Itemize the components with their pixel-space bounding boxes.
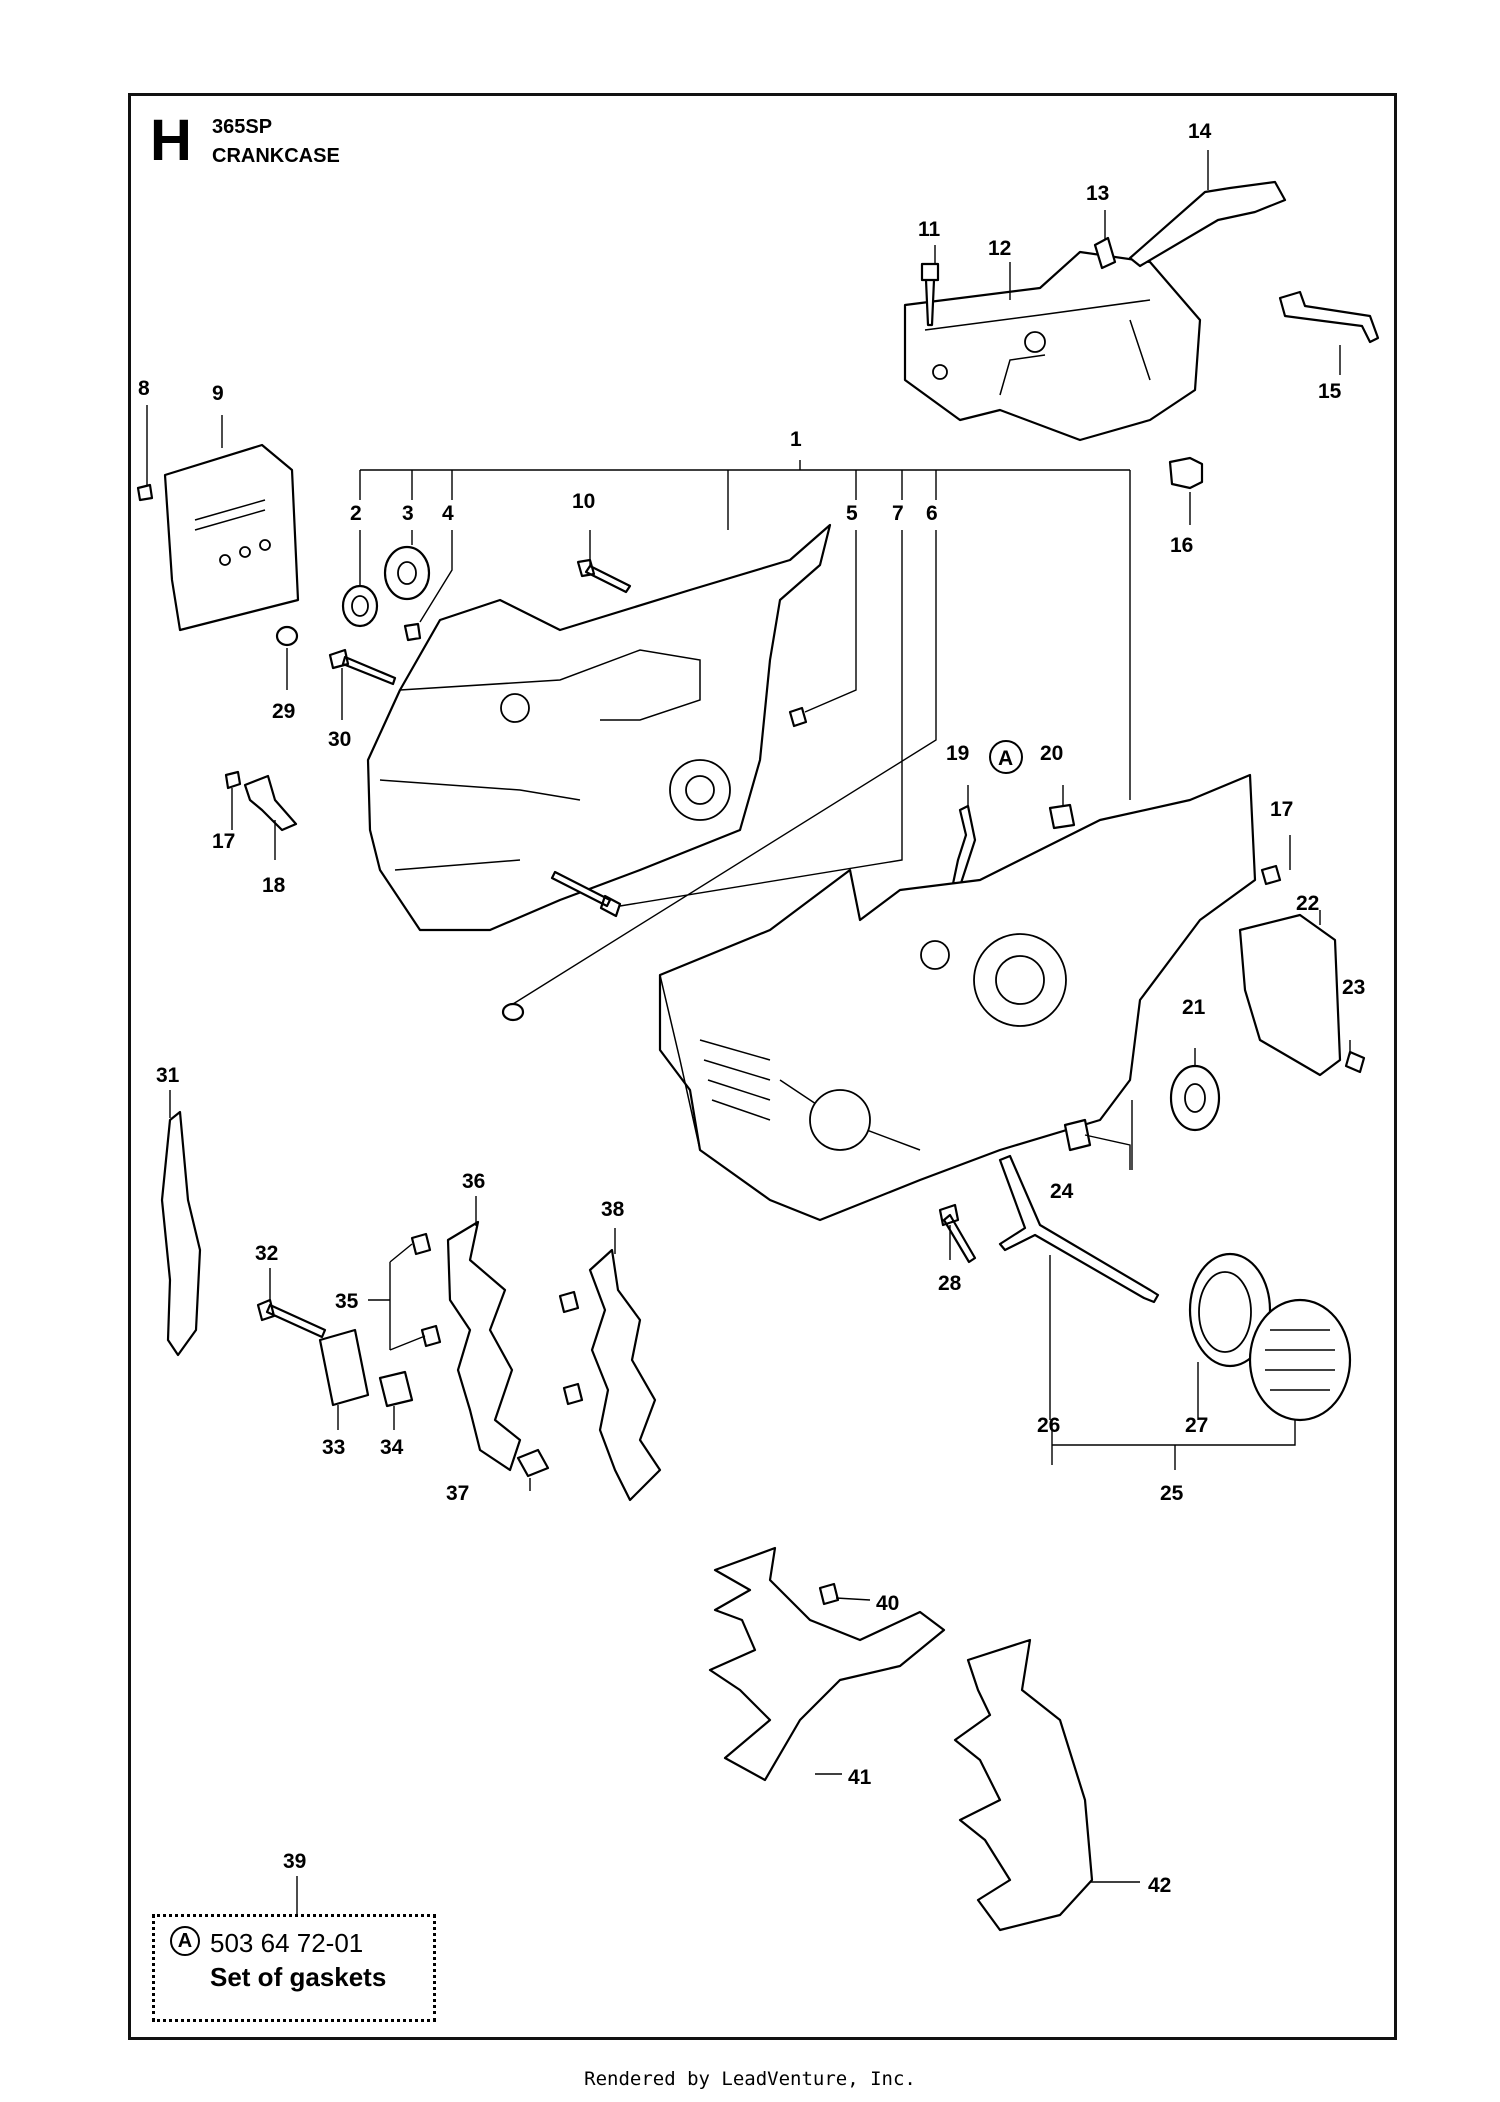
part-29-nut[interactable] <box>275 625 299 647</box>
part-41-spike[interactable] <box>708 1546 946 1782</box>
part-10-screw[interactable] <box>576 558 632 594</box>
callout: 19 <box>946 742 969 765</box>
callout: 9 <box>212 382 224 405</box>
part-17-screw-b[interactable] <box>1260 864 1282 886</box>
callout: 21 <box>1182 996 1206 1019</box>
callout: 17 <box>1270 798 1293 821</box>
svg-text:A: A <box>998 747 1013 770</box>
part-37-nut[interactable] <box>516 1448 550 1478</box>
callout: 32 <box>255 1242 278 1265</box>
callout: 18 <box>262 874 286 897</box>
callout: 24 <box>1050 1180 1074 1203</box>
callout: 10 <box>572 490 595 513</box>
part-38-screw-a[interactable] <box>558 1290 580 1314</box>
callout: 23 <box>1342 976 1365 999</box>
part-6-sleeve[interactable] <box>501 1002 525 1022</box>
part-35-screw-a[interactable] <box>410 1232 432 1256</box>
callout: 30 <box>328 728 351 751</box>
kit-description: Set of gaskets <box>210 1962 387 1992</box>
callout: 8 <box>138 377 150 400</box>
callout: 12 <box>988 237 1011 260</box>
part-25-cap[interactable] <box>1248 1298 1352 1422</box>
callout: 37 <box>446 1482 469 1505</box>
callout: 42 <box>1148 1874 1171 1897</box>
callout: 5 <box>846 502 858 525</box>
callout: 7 <box>892 502 904 525</box>
kit-marker: A <box>170 1926 200 1956</box>
part-11-screw[interactable] <box>920 262 940 327</box>
callout: 26 <box>1037 1414 1060 1437</box>
callout: 20 <box>1040 742 1063 765</box>
part-42-spike[interactable] <box>953 1638 1094 1932</box>
part-30-stud[interactable] <box>328 648 397 686</box>
part-38-spike[interactable] <box>588 1248 662 1502</box>
callouts: 1 2 3 4 5 6 7 8 9 10 11 12 13 14 15 16 1… <box>138 120 1365 1897</box>
model-name: 365SP <box>212 116 273 138</box>
part-17-screw-a[interactable] <box>224 770 242 790</box>
gasket-marker: A <box>989 740 1023 774</box>
callout: 15 <box>1318 380 1342 403</box>
callout: 22 <box>1296 892 1319 915</box>
callout: 6 <box>926 502 938 525</box>
callout: 33 <box>322 1436 345 1459</box>
part-18-bracket[interactable] <box>243 774 298 832</box>
section-letter: H <box>150 108 192 173</box>
callout: 35 <box>335 1290 359 1313</box>
part-5-sleeve[interactable] <box>788 706 808 728</box>
callout: 25 <box>1160 1482 1184 1505</box>
part-23-screw[interactable] <box>1344 1050 1366 1074</box>
part-12-cover[interactable] <box>903 250 1202 442</box>
part-26-pipe[interactable] <box>998 1154 1160 1304</box>
part-31-gasket[interactable] <box>160 1110 202 1357</box>
part-7-screw[interactable] <box>550 870 622 918</box>
callout: 38 <box>601 1198 625 1221</box>
part-16-plug[interactable] <box>1168 456 1204 490</box>
leader-lines <box>146 150 1351 1914</box>
callout: 13 <box>1086 182 1109 205</box>
part-15-hose[interactable] <box>1278 290 1380 344</box>
part-38-screw-b[interactable] <box>562 1382 584 1406</box>
part-20-sleeve[interactable] <box>1048 803 1076 830</box>
section-name: CRANKCASE <box>212 145 340 167</box>
diagram-frame <box>128 93 1397 2040</box>
callout: 1 <box>790 428 802 451</box>
part-13-clip[interactable] <box>1093 236 1117 270</box>
callout: 14 <box>1188 120 1212 143</box>
footer-credit: Rendered by LeadVenture, Inc. <box>584 2068 916 2090</box>
part-28-screw[interactable] <box>938 1203 977 1264</box>
part-40-screw[interactable] <box>818 1582 840 1606</box>
part-1-crankcase-left[interactable] <box>366 523 832 932</box>
callout: 28 <box>938 1272 962 1295</box>
part-34-sleeve[interactable] <box>378 1370 414 1408</box>
part-4-pin[interactable] <box>403 622 422 642</box>
callout: 39 <box>283 1850 306 1873</box>
callout: 17 <box>212 830 235 853</box>
callout: 34 <box>380 1436 404 1459</box>
kit-part-number: 503 64 72-01 <box>210 1928 364 1958</box>
callout: 11 <box>918 218 941 241</box>
callout: 31 <box>156 1064 180 1087</box>
callout: 16 <box>1170 534 1193 557</box>
callout: 36 <box>462 1170 485 1193</box>
part-36-spike[interactable] <box>446 1220 522 1472</box>
callout: 29 <box>272 700 295 723</box>
kit-box <box>152 1914 436 2022</box>
part-1-crankcase-right[interactable] <box>658 773 1257 1222</box>
part-8-screw[interactable] <box>136 483 154 502</box>
part-9-plate[interactable] <box>163 443 300 632</box>
callout: 4 <box>442 502 454 525</box>
callout: 2 <box>350 502 362 525</box>
part-32-bolt[interactable] <box>256 1298 327 1339</box>
callout: 41 <box>848 1766 872 1789</box>
part-33-spacer[interactable] <box>318 1328 370 1407</box>
part-35-screw-b[interactable] <box>420 1324 442 1348</box>
callout: 27 <box>1185 1414 1208 1437</box>
callout: 3 <box>402 502 414 525</box>
part-22-cover[interactable] <box>1238 913 1342 1077</box>
part-24-fitting[interactable] <box>1063 1118 1092 1152</box>
part-14-lever[interactable] <box>1128 180 1287 268</box>
callout: 40 <box>876 1592 899 1615</box>
